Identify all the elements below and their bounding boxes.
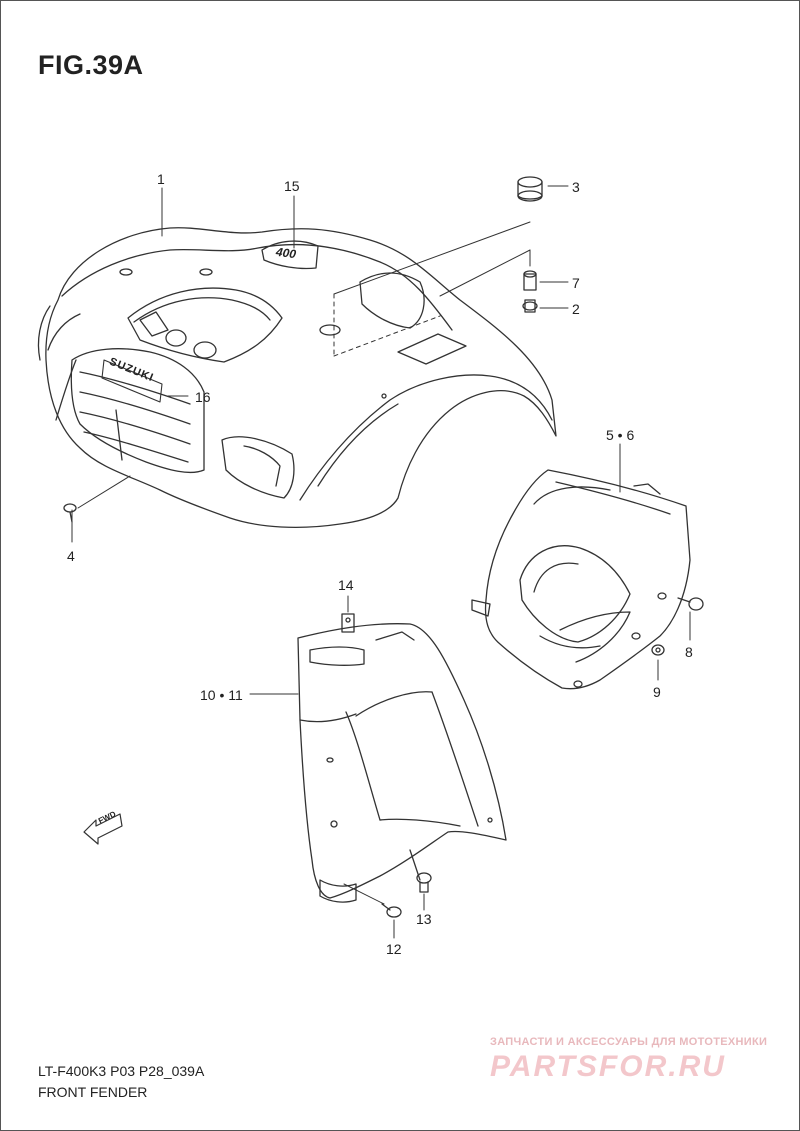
callout-8: 8	[685, 644, 693, 660]
figure-title: FIG.39A	[38, 50, 144, 80]
callout-12: 12	[386, 941, 402, 957]
callout-7: 7	[572, 275, 580, 291]
assembly-line-a	[333, 221, 531, 295]
washer-9	[651, 644, 665, 656]
callout-10-11: 10 • 11	[200, 687, 243, 703]
bolt-13	[416, 872, 432, 893]
assembly-line-b	[439, 249, 531, 297]
callout-14: 14	[338, 577, 354, 593]
assembly-dash-b	[333, 315, 441, 357]
model-code: LT-F400K3 P03 P28_039A	[38, 1063, 205, 1079]
assembly-line-12	[343, 883, 385, 905]
callout-2: 2	[572, 301, 580, 317]
callout-1: 1	[157, 171, 165, 187]
bolt-2	[522, 299, 538, 313]
leader-4	[77, 475, 131, 509]
mud-guard-part-10-11	[297, 623, 507, 903]
inner-cover-part-5-6	[471, 469, 691, 690]
callout-5-6: 5 • 6	[606, 427, 635, 443]
callout-16: 16	[195, 389, 211, 405]
screw-8	[677, 597, 704, 611]
callout-9: 9	[653, 684, 661, 700]
callout-13: 13	[416, 911, 432, 927]
screw-4	[63, 503, 77, 523]
callout-3: 3	[572, 179, 580, 195]
callout-15: 15	[284, 178, 300, 194]
bolt-12	[381, 903, 402, 918]
watermark-logo: PARTSFOR.RU	[490, 1050, 726, 1083]
top-badge: 400	[275, 244, 297, 262]
callout-4: 4	[67, 548, 75, 564]
front-fender-part	[37, 227, 557, 529]
clip-14	[341, 613, 355, 633]
watermark-tagline: ЗАПЧАСТИ И АКСЕССУАРЫ ДЛЯ МОТОТЕХНИКИ	[490, 1036, 768, 1048]
grommet-3	[517, 176, 543, 202]
figure-caption: FRONT FENDER	[38, 1084, 148, 1100]
fwd-arrow-icon	[83, 813, 123, 845]
collar-7	[523, 270, 537, 291]
